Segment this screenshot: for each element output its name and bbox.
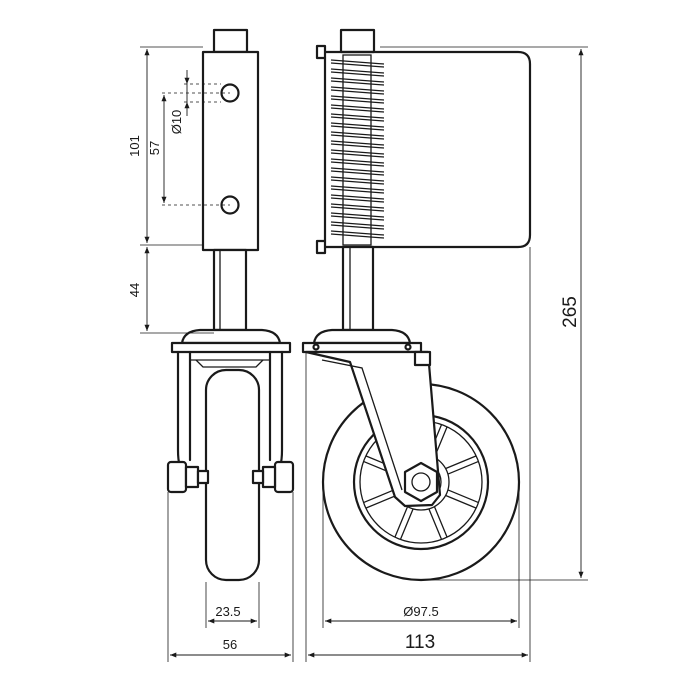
dim-overall-width-label: 113: [405, 632, 435, 653]
dim-wheel-diameter-label: Ø97.5: [403, 604, 438, 619]
dim-side-width-label: 56: [223, 637, 237, 652]
spring: [330, 59, 385, 239]
spring-coil: [330, 140, 385, 149]
front-axle-nut-right: [273, 460, 295, 494]
front-fork-right: [273, 350, 284, 474]
spring-coil: [330, 131, 385, 140]
wheel-spoke: [363, 489, 397, 509]
front-hole-lower: [220, 195, 240, 215]
front-axle-nut-left: [166, 460, 188, 494]
dim-stem-length-label: 44: [127, 283, 142, 297]
spring-coil: [330, 221, 385, 230]
side-stem: [341, 245, 375, 332]
wheel-spoke: [394, 506, 414, 540]
dimension-lines: [140, 46, 588, 662]
side-swivel-base: [301, 341, 423, 354]
spring-coil: [330, 113, 385, 122]
spring-coil: [330, 104, 385, 113]
front-swivel-plate: [180, 328, 282, 345]
side-fork-leg: [304, 350, 442, 508]
spring-coil: [330, 194, 385, 203]
front-swivel-base: [170, 341, 292, 354]
spring-coil: [330, 230, 385, 239]
wheel-spoke: [428, 506, 448, 540]
side-view: [301, 28, 532, 582]
spring-coil: [330, 158, 385, 167]
side-axle-nut: [403, 461, 439, 503]
spring-coil: [330, 185, 385, 194]
dim-hole-spacing-label: 57: [147, 141, 162, 155]
side-top-cap: [339, 28, 376, 54]
front-mounting-plate: [201, 50, 260, 252]
spring-coil: [330, 176, 385, 185]
spring-coil: [330, 167, 385, 176]
spring-coil: [330, 122, 385, 131]
spring-coil: [330, 59, 385, 68]
dim-overall-height-label: 265: [560, 296, 581, 328]
spring-coil: [330, 212, 385, 221]
u-bracket: [315, 50, 532, 249]
wheel-spoke: [445, 455, 479, 475]
dim-holder-height-label: 101: [127, 135, 142, 157]
front-top-cap: [212, 28, 249, 54]
dim-wheel-width-label: 23.5: [215, 604, 240, 619]
front-fork-left: [176, 350, 187, 474]
spring-coil: [330, 77, 385, 86]
front-stem: [212, 248, 248, 332]
side-swivel-plate: [312, 328, 412, 345]
wheel-spoke: [445, 489, 479, 509]
spring-coil: [330, 86, 385, 95]
spring-coil: [330, 149, 385, 158]
spring-coil: [330, 68, 385, 77]
front-wheel: [204, 368, 261, 582]
spring-coil: [330, 95, 385, 104]
spring-coil: [330, 203, 385, 212]
front-view: [166, 28, 295, 582]
front-hole-upper: [220, 83, 240, 103]
dim-hole-diameter-label: Ø10: [169, 110, 184, 135]
